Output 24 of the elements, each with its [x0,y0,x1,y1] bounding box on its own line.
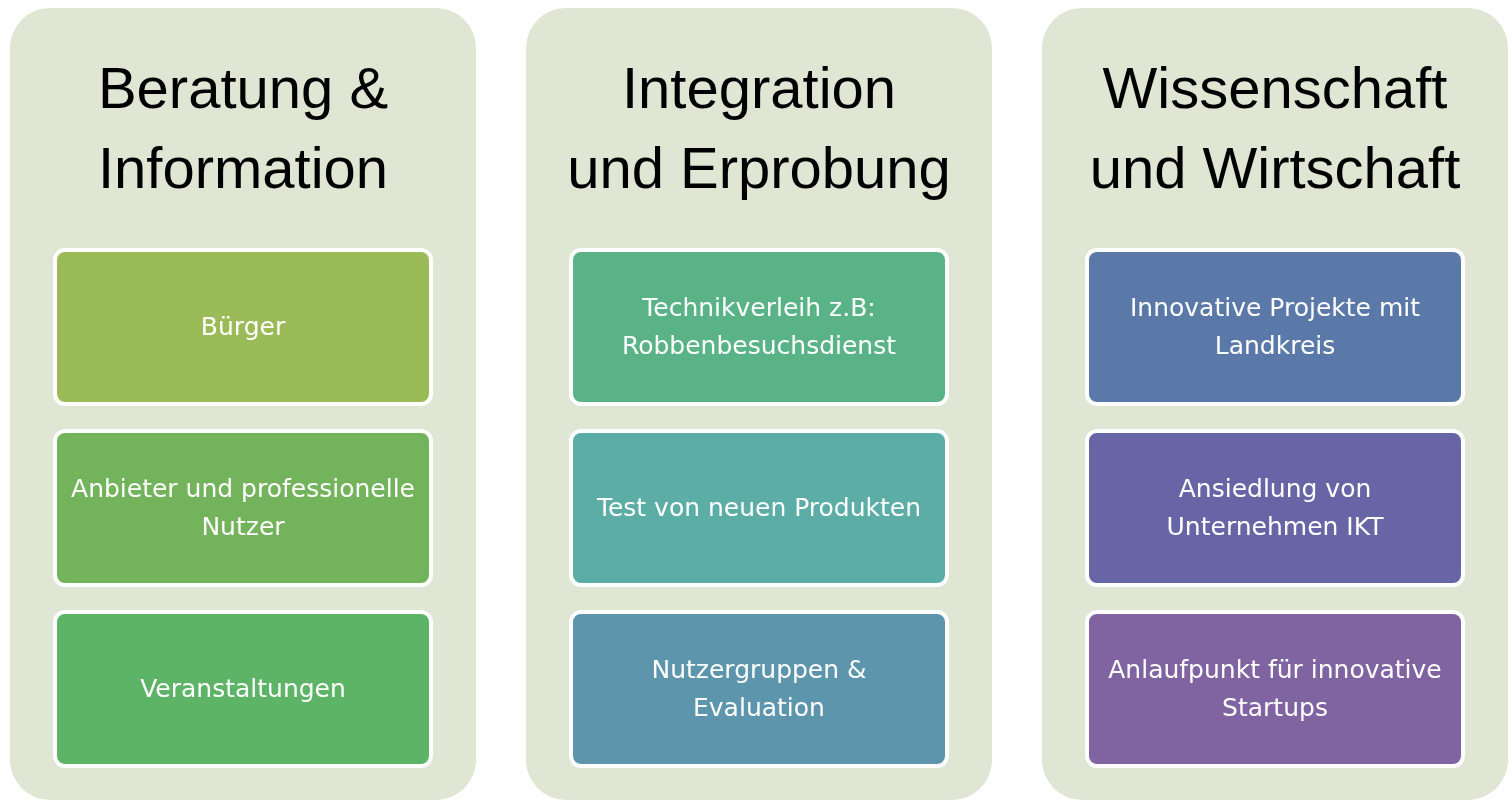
item-text: Technikverleih z.B: Robbenbesuchsdienst [620,292,898,362]
category-panel [1042,8,1508,800]
category-panel [10,8,476,800]
item-box [569,610,949,768]
item-text: Anbieter und professionelle Nutzer [70,473,416,543]
item-box [53,429,433,587]
item-box [53,610,433,768]
item-box [569,248,949,406]
item-text: Veranstaltungen [139,673,347,705]
item-text: Test von neuen Produkten [595,492,923,524]
panel-heading: Wissenschaft und Wirtschaft [1088,54,1462,202]
item-box [1085,610,1465,768]
item-text: Innovative Projekte mit Landkreis [1128,292,1421,362]
item-box [1085,248,1465,406]
item-text: Ansiedlung von Unternehmen IKT [1165,473,1385,543]
panel-heading: Integration und Erprobung [566,54,952,202]
category-panel [526,8,992,800]
item-text: Anlaufpunkt für innovative Startups [1107,654,1443,724]
item-box [53,248,433,406]
item-box [569,429,949,587]
item-text: Nutzergruppen & Evaluation [650,654,868,724]
item-text: Bürger [199,311,287,343]
panel-heading: Beratung & Information [96,54,390,202]
item-box [1085,429,1465,587]
